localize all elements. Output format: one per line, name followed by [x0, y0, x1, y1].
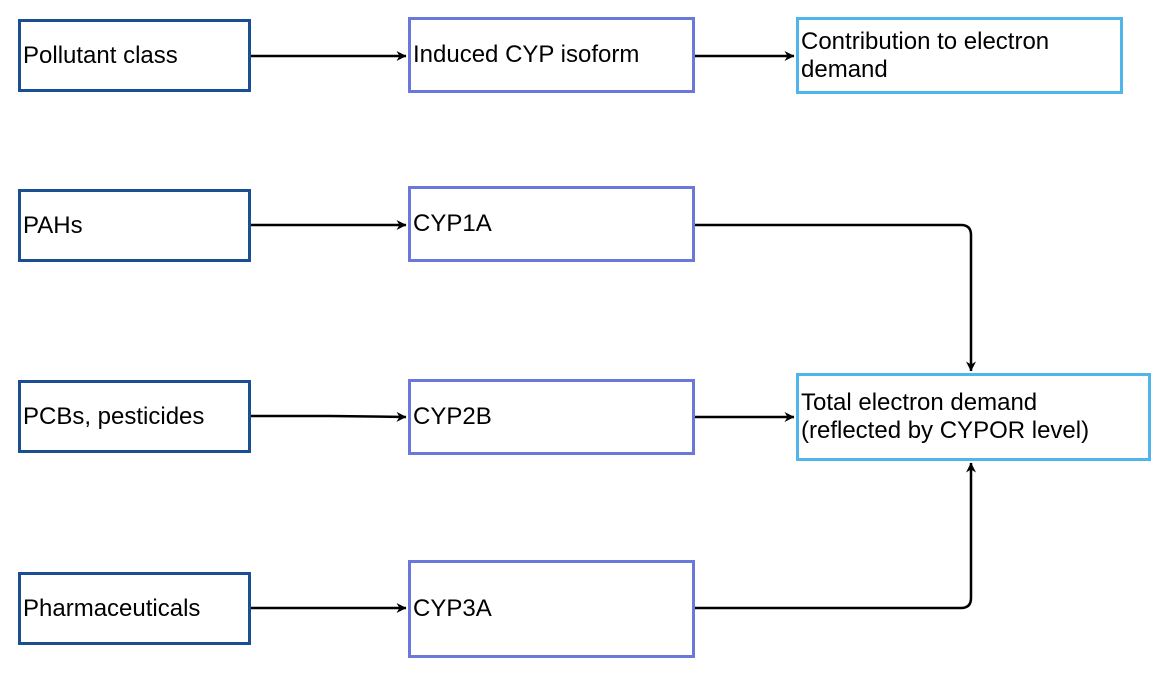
node-pcbs-pesticides-label: PCBs, pesticides [23, 402, 205, 430]
node-induced-isoform-label: Induced CYP isoform [413, 41, 640, 68]
node-pollutant-class: Pollutant class [18, 19, 251, 92]
node-pahs-label: PAHs [23, 211, 83, 239]
node-pahs: PAHs [18, 189, 251, 262]
arrow-cyp1a-to-total [695, 223, 976, 372]
node-cyp2b-label: CYP2B [413, 403, 492, 430]
node-total-line2: (reflected by CYPOR level) [801, 417, 1090, 444]
node-cyp1a: CYP1A [408, 186, 695, 262]
node-total-text: Total electron demand (reflected by CYPO… [801, 389, 1089, 445]
node-contribution-label: Contribution to electron demand [801, 27, 1050, 83]
node-cyp3a-label: CYP3A [413, 595, 492, 622]
node-cyp1a-label: CYP1A [413, 210, 492, 237]
node-pollutant-class-label: Pollutant class [23, 41, 178, 69]
node-total-line1: Total electron demand [801, 389, 1038, 416]
node-pharmaceuticals-label: Pharmaceuticals [23, 594, 201, 622]
node-total-electron-demand: Total electron demand (reflected by CYPO… [796, 373, 1151, 461]
arrow-cyp3a-to-total [695, 462, 976, 610]
node-cyp3a: CYP3A [408, 560, 695, 658]
node-induced-isoform: Induced CYP isoform [408, 17, 695, 93]
node-cyp2b: CYP2B [408, 379, 695, 455]
arrow-pcbs-to-cyp2b [251, 411, 407, 422]
node-pcbs-pesticides: PCBs, pesticides [18, 380, 251, 453]
node-pharmaceuticals: Pharmaceuticals [18, 572, 251, 645]
node-contribution-electron-demand: Contribution to electron demand [796, 17, 1123, 94]
